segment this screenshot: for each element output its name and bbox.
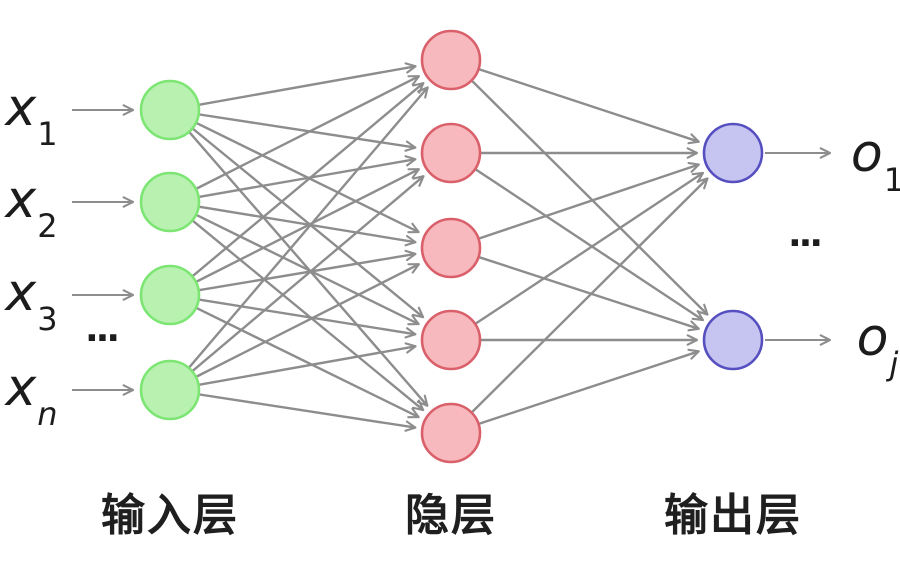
hidden-node-3 bbox=[420, 217, 482, 279]
hidden-node-2 bbox=[420, 122, 482, 184]
caption-output-layer: 输出层 bbox=[664, 491, 802, 540]
edge-hidden1-output2 bbox=[471, 80, 709, 316]
edge-input3-hidden5 bbox=[196, 307, 420, 419]
edge-input3-hidden4 bbox=[199, 298, 417, 339]
edge-input3-hidden3 bbox=[199, 249, 417, 292]
input-node-4 bbox=[139, 359, 201, 421]
input-node-1 bbox=[139, 79, 201, 141]
input-label-x1-subscript: 1 bbox=[37, 115, 58, 154]
nodes-layer bbox=[139, 29, 764, 464]
caption-hidden-layer: 隐层 bbox=[405, 491, 497, 540]
input-label-xn-base: x bbox=[5, 358, 37, 418]
input-label-xn: xn bbox=[5, 362, 57, 430]
edge-input2-hidden5 bbox=[192, 220, 425, 412]
caption-input-layer: 输入层 bbox=[101, 491, 239, 540]
output-ellipsis: ... bbox=[787, 214, 823, 255]
output-label-oj-base: o bbox=[856, 308, 889, 368]
output-label-oj: oj bbox=[857, 312, 899, 380]
edge-input4-hidden3 bbox=[196, 263, 420, 378]
edge-input1-hidden1 bbox=[199, 62, 417, 106]
input-label-x1: x1 bbox=[5, 82, 57, 150]
edge-input3-hidden2 bbox=[196, 168, 420, 283]
hidden-node-1 bbox=[420, 29, 482, 91]
edge-input3-hidden1 bbox=[192, 82, 425, 277]
edges-layer bbox=[188, 62, 709, 432]
output-node-2 bbox=[702, 309, 764, 371]
edge-input4-hidden5 bbox=[199, 393, 417, 432]
input-label-x2-subscript: 2 bbox=[37, 207, 58, 246]
edge-input4-hidden2 bbox=[192, 175, 425, 372]
input-label-x3-base: x bbox=[5, 263, 37, 323]
input-label-x3-subscript: 3 bbox=[37, 300, 58, 339]
input-label-x2: x2 bbox=[5, 174, 57, 242]
edge-hidden1-output1 bbox=[479, 68, 700, 145]
edge-input1-hidden4 bbox=[192, 128, 425, 319]
edge-hidden2-output2 bbox=[475, 168, 705, 322]
input-label-xn-subscript: n bbox=[37, 395, 58, 434]
output-label-o1-subscript: 1 bbox=[883, 161, 900, 200]
edge-input1-hidden2 bbox=[199, 113, 417, 152]
input-label-x1-base: x bbox=[5, 78, 37, 138]
input-ellipsis: ... bbox=[84, 309, 120, 350]
output-node-1 bbox=[702, 122, 764, 184]
edge-input4-hidden1 bbox=[188, 86, 429, 368]
edge-input4-hidden4 bbox=[199, 342, 417, 386]
edge-hidden3-output2 bbox=[479, 256, 700, 332]
output-label-oj-subscript: j bbox=[889, 345, 899, 384]
edge-hidden4-output1 bbox=[475, 171, 705, 325]
input-label-x2-base: x bbox=[5, 170, 37, 230]
edge-input2-hidden1 bbox=[196, 75, 420, 190]
hidden-node-5 bbox=[420, 402, 482, 464]
input-label-x3: x3 bbox=[5, 267, 57, 335]
output-label-o1-base: o bbox=[850, 124, 883, 184]
input-node-3 bbox=[139, 264, 201, 326]
edge-input2-hidden4 bbox=[196, 214, 420, 326]
io-arrows-layer bbox=[72, 104, 832, 396]
edge-input2-hidden2 bbox=[199, 155, 417, 198]
output-label-o1: o1 bbox=[851, 128, 900, 196]
edge-hidden5-output1 bbox=[471, 177, 709, 413]
input-node-2 bbox=[139, 171, 201, 233]
edge-hidden3-output1 bbox=[479, 162, 700, 240]
hidden-node-4 bbox=[420, 309, 482, 371]
edge-hidden5-output2 bbox=[479, 348, 700, 425]
